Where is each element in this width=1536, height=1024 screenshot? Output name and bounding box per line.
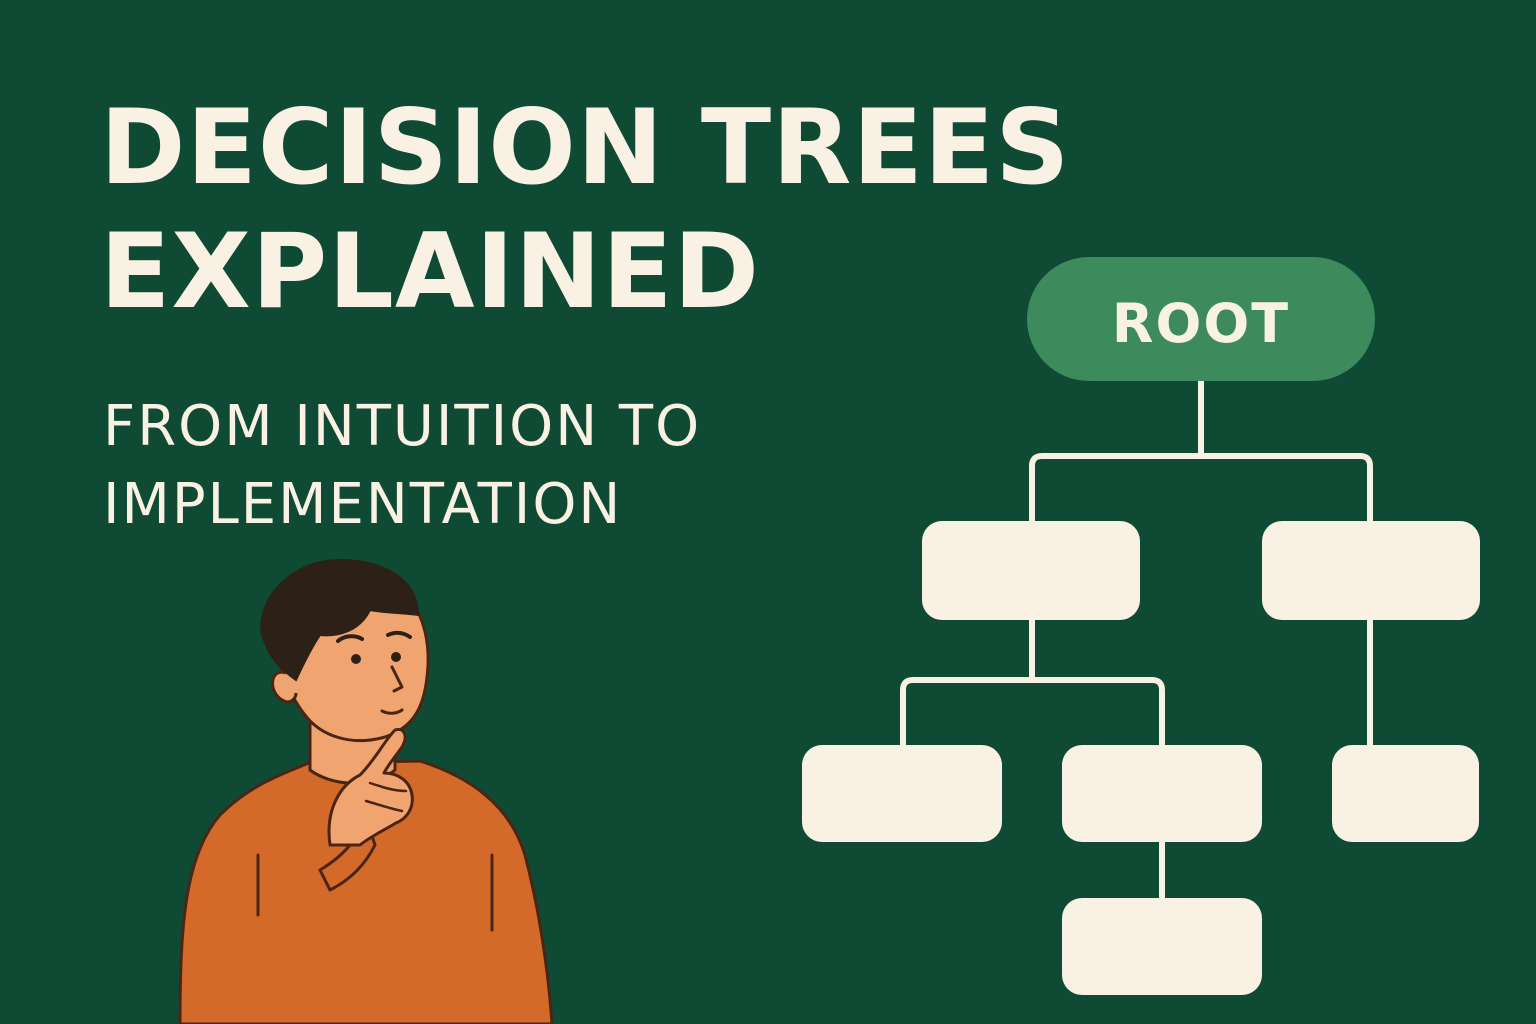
- person-finger-line: [368, 781, 408, 793]
- person-shirt: [178, 759, 554, 1024]
- person-ear: [271, 670, 298, 704]
- person-nose: [390, 665, 404, 693]
- root-node-label: ROOT: [1112, 292, 1290, 355]
- tree-node-bottom: [1062, 898, 1262, 995]
- connector-left-grandchildren: [900, 677, 1165, 748]
- tree-node-right-child: [1332, 745, 1479, 842]
- subtitle-line-2: IMPLEMENTATION: [103, 472, 623, 537]
- tree-node-left-left: [802, 745, 1002, 842]
- tree-node-right: [1262, 521, 1480, 620]
- connector-root-children: [1029, 453, 1373, 524]
- person-eyebrow-right: [386, 630, 412, 639]
- person-eye-left: [351, 654, 361, 664]
- root-node-box: [1027, 257, 1375, 381]
- person-finger-line-2: [364, 799, 404, 813]
- person-thinking-icon: [178, 558, 554, 1024]
- page-title: DECISION TREES EXPLAINED: [100, 86, 1070, 334]
- person-hair: [260, 558, 420, 682]
- person-hand: [327, 727, 414, 847]
- subtitle-line-1: FROM INTUITION TO: [103, 394, 702, 459]
- person-eyebrow-left: [336, 634, 364, 643]
- tree-root-node: ROOT: [1027, 257, 1375, 381]
- title-line-1: DECISION TREES: [100, 88, 1071, 208]
- tree-node-left-right: [1062, 745, 1262, 842]
- tree-node-left: [922, 521, 1140, 620]
- person-mouth: [380, 708, 404, 715]
- page-subtitle: FROM INTUITION TO IMPLEMENTATION: [103, 388, 701, 544]
- tree-connectors: [900, 378, 1373, 901]
- title-line-2: EXPLAINED: [100, 212, 760, 332]
- person-eye-right: [391, 652, 401, 662]
